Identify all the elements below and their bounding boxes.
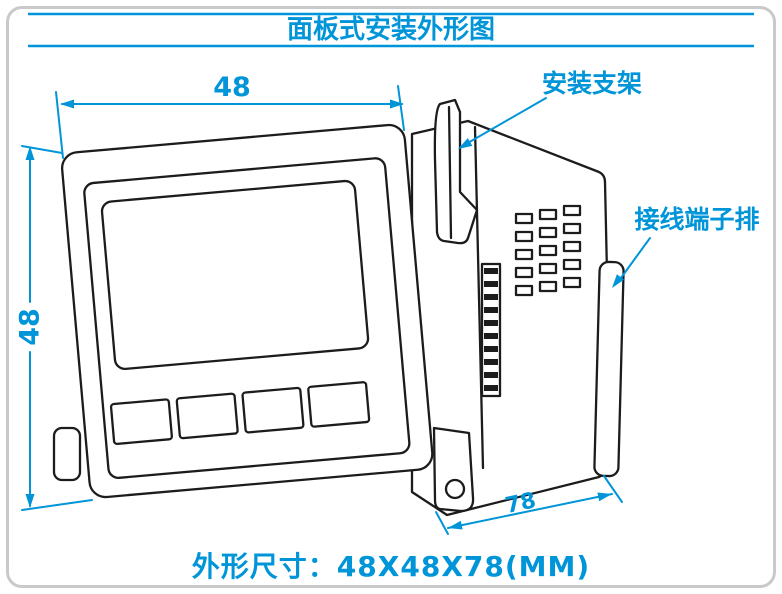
- vent-slot: [538, 226, 558, 239]
- vent-slot: [562, 240, 582, 253]
- size-caption: 外形尺寸：48X48X78(MM): [192, 550, 590, 583]
- display-screen: [100, 179, 370, 371]
- vent-slot: [538, 244, 558, 257]
- arrow-left-icon: [60, 99, 74, 109]
- rib: [484, 372, 498, 378]
- rib: [484, 307, 498, 313]
- diagram-title: 面板式安装外形图: [287, 15, 495, 45]
- vent-slot: [562, 204, 582, 217]
- terminal-leader-line: [617, 237, 651, 283]
- rib: [484, 294, 498, 300]
- rib: [484, 268, 498, 274]
- page-border: [6, 6, 776, 588]
- case-edge-line: [473, 125, 485, 470]
- vent-slot: [514, 266, 534, 279]
- height-dim-value: 48: [15, 308, 46, 346]
- arrow-right-icon: [390, 99, 404, 109]
- width-dim-value: 48: [213, 72, 251, 103]
- arrow-right-icon: [597, 492, 612, 502]
- panel-button-3: [241, 386, 305, 434]
- terminal-label: 接线端子排: [634, 205, 759, 234]
- height-ext-bottom: [21, 499, 93, 511]
- rib: [484, 333, 498, 339]
- rib: [484, 346, 498, 352]
- vent-slot: [538, 208, 558, 221]
- bracket-label: 安装支架: [542, 69, 642, 98]
- mounting-bracket-detail: [447, 105, 453, 240]
- depth-dim-value: 78: [503, 488, 538, 519]
- screw-hole: [444, 478, 466, 500]
- leader-arrow-icon: [458, 138, 473, 149]
- vent-slot: [514, 230, 534, 243]
- vent-slots: [514, 204, 582, 297]
- front-panel: [60, 123, 434, 499]
- arrow-up-icon: [25, 146, 35, 160]
- mounting-bracket-shape: [433, 98, 479, 245]
- rib: [484, 359, 498, 365]
- bottom-clip: [432, 426, 475, 513]
- left-mounting-ear: [52, 426, 82, 482]
- arrow-down-icon: [25, 494, 35, 508]
- vent-slot: [562, 258, 582, 271]
- depth-ext-right: [603, 475, 623, 503]
- width-ext-right: [397, 85, 405, 131]
- dimension-depth: 78: [435, 475, 623, 535]
- panel-button-2: [175, 392, 239, 440]
- arrow-left-icon: [448, 520, 463, 530]
- mounting-bracket: [433, 98, 479, 245]
- leader-arrow-icon: [612, 274, 625, 288]
- rib: [484, 385, 498, 391]
- rib: [484, 281, 498, 287]
- panel-button-1: [109, 398, 173, 446]
- dimension-height: 48: [15, 145, 93, 511]
- depth-ext-left: [435, 511, 449, 535]
- vent-slot: [562, 276, 582, 289]
- terminal-block: [593, 260, 625, 478]
- width-ext-left: [55, 91, 64, 159]
- panel-button-4: [307, 381, 371, 428]
- height-ext-top: [21, 145, 63, 154]
- bracket-leader-line: [465, 97, 547, 145]
- vent-slot: [538, 262, 558, 275]
- vent-slot: [514, 284, 534, 297]
- rib: [484, 320, 498, 326]
- ribbed-strip: [480, 262, 502, 398]
- device-drawing: [52, 98, 625, 517]
- dimension-width: 48: [55, 72, 405, 159]
- vent-slot: [514, 248, 534, 261]
- terminal-callout: 接线端子排: [612, 205, 760, 288]
- bracket-callout: 安装支架: [458, 69, 642, 149]
- vent-slot: [538, 280, 558, 293]
- vent-slot: [514, 212, 534, 225]
- depth-dim-line: [447, 493, 613, 529]
- vent-slot: [562, 222, 582, 235]
